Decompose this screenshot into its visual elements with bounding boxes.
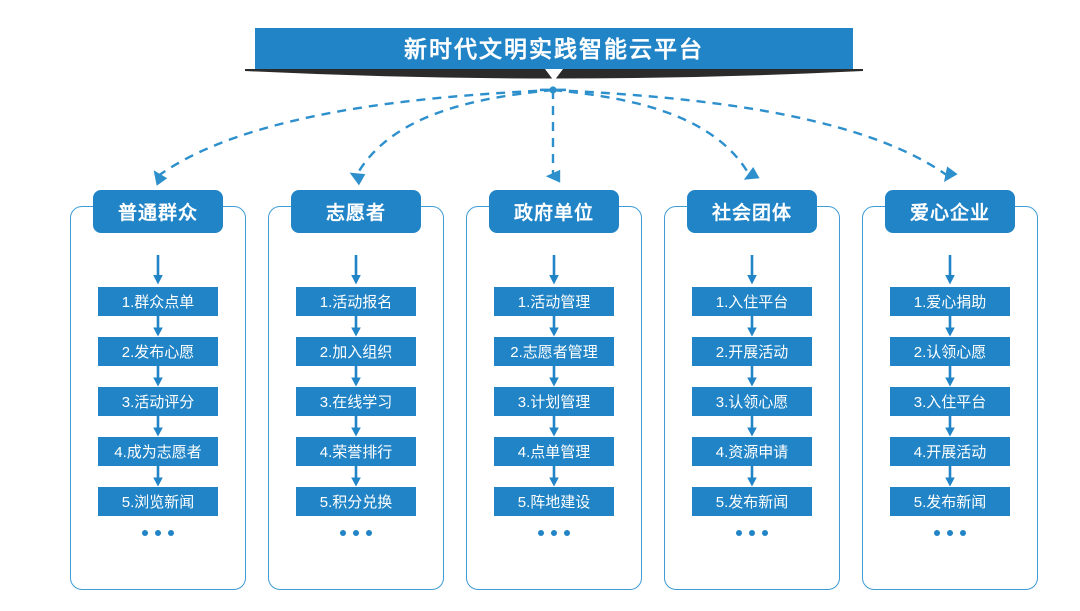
step-item[interactable]: 2.开展活动: [692, 337, 812, 366]
dot-icon: [353, 530, 359, 536]
more-items-ellipsis: [142, 530, 174, 536]
step-item[interactable]: 4.开展活动: [890, 437, 1010, 466]
connector-hub: [549, 86, 557, 94]
step-list-4: 1.入住平台 2.开展活动 3.认领心愿 4.资源申请 5.发布新闻: [665, 255, 839, 536]
step-item[interactable]: 5.浏览新闻: [98, 487, 218, 516]
dot-icon: [934, 530, 940, 536]
column-2: 志愿者 1.活动报名 2.加入组织 3.在线学习 4.荣誉排行 5.积分兑换: [268, 190, 444, 590]
step-item[interactable]: 2.发布心愿: [98, 337, 218, 366]
dot-icon: [947, 530, 953, 536]
flow-arrow-icon: [351, 366, 361, 387]
banner-ribbon-shadow: [245, 69, 863, 81]
step-item[interactable]: 5.阵地建设: [494, 487, 614, 516]
step-item[interactable]: 3.入住平台: [890, 387, 1010, 416]
flow-arrow-icon: [549, 416, 559, 437]
connector-to-column-1: [153, 88, 554, 186]
more-items-ellipsis: [934, 530, 966, 536]
flow-arrow-icon: [747, 316, 757, 337]
flow-arrow-icon: [153, 466, 163, 487]
flow-arrow-icon: [747, 366, 757, 387]
flow-arrow-icon: [153, 316, 163, 337]
step-item[interactable]: 1.入住平台: [692, 287, 812, 316]
flow-arrow-icon: [945, 416, 955, 437]
step-item[interactable]: 3.计划管理: [494, 387, 614, 416]
column-header-3[interactable]: 政府单位: [489, 190, 619, 233]
flow-arrow-icon: [351, 416, 361, 437]
step-item[interactable]: 4.点单管理: [494, 437, 614, 466]
step-item[interactable]: 3.在线学习: [296, 387, 416, 416]
dot-icon: [960, 530, 966, 536]
step-item[interactable]: 1.群众点单: [98, 287, 218, 316]
flow-arrow-icon: [549, 366, 559, 387]
flow-arrow-icon: [549, 466, 559, 487]
step-list-5: 1.爱心捐助 2.认领心愿 3.入住平台 4.开展活动 5.发布新闻: [863, 255, 1037, 536]
dot-icon: [551, 530, 557, 536]
page-title: 新时代文明实践智能云平台: [404, 35, 704, 62]
banner-background: 新时代文明实践智能云平台: [255, 28, 853, 70]
step-item[interactable]: 3.活动评分: [98, 387, 218, 416]
dot-icon: [749, 530, 755, 536]
more-items-ellipsis: [340, 530, 372, 536]
dot-icon: [155, 530, 161, 536]
step-item[interactable]: 2.加入组织: [296, 337, 416, 366]
column-header-5[interactable]: 爱心企业: [885, 190, 1015, 233]
header-to-first-step-arrow-icon: [945, 255, 955, 285]
step-list-1: 1.群众点单 2.发布心愿 3.活动评分 4.成为志愿者 5.浏览新闻: [71, 255, 245, 536]
dot-icon: [564, 530, 570, 536]
column-header-1[interactable]: 普通群众: [93, 190, 223, 233]
dot-icon: [142, 530, 148, 536]
platform-title-banner: 新时代文明实践智能云平台: [255, 28, 853, 70]
step-item[interactable]: 1.活动管理: [494, 287, 614, 316]
dot-icon: [538, 530, 544, 536]
dot-icon: [168, 530, 174, 536]
header-to-first-step-arrow-icon: [747, 255, 757, 285]
flow-arrow-icon: [945, 466, 955, 487]
column-1: 普通群众 1.群众点单 2.发布心愿 3.活动评分 4.成为志愿者 5.浏览新闻: [70, 190, 246, 590]
flow-arrow-icon: [747, 416, 757, 437]
step-item[interactable]: 1.爱心捐助: [890, 287, 1010, 316]
flow-arrow-icon: [945, 316, 955, 337]
step-item[interactable]: 1.活动报名: [296, 287, 416, 316]
dot-icon: [366, 530, 372, 536]
step-item[interactable]: 5.发布新闻: [692, 487, 812, 516]
dot-icon: [340, 530, 346, 536]
flow-arrow-icon: [351, 316, 361, 337]
step-item[interactable]: 5.积分兑换: [296, 487, 416, 516]
header-to-first-step-arrow-icon: [549, 255, 559, 285]
flow-arrow-icon: [549, 316, 559, 337]
step-item[interactable]: 2.认领心愿: [890, 337, 1010, 366]
flow-arrow-icon: [945, 366, 955, 387]
column-header-4[interactable]: 社会团体: [687, 190, 817, 233]
column-5: 爱心企业 1.爱心捐助 2.认领心愿 3.入住平台 4.开展活动 5.发布新闻: [862, 190, 1038, 590]
more-items-ellipsis: [538, 530, 570, 536]
flow-arrow-icon: [747, 466, 757, 487]
column-4: 社会团体 1.入住平台 2.开展活动 3.认领心愿 4.资源申请 5.发布新闻: [664, 190, 840, 590]
step-item[interactable]: 4.成为志愿者: [98, 437, 218, 466]
column-3: 政府单位 1.活动管理 2.志愿者管理 3.计划管理 4.点单管理 5.阵地建设: [466, 190, 642, 590]
dot-icon: [762, 530, 768, 536]
header-to-first-step-arrow-icon: [351, 255, 361, 285]
flow-arrow-icon: [153, 366, 163, 387]
flow-arrow-icon: [153, 416, 163, 437]
step-item[interactable]: 2.志愿者管理: [494, 337, 614, 366]
step-item[interactable]: 4.荣誉排行: [296, 437, 416, 466]
step-list-3: 1.活动管理 2.志愿者管理 3.计划管理 4.点单管理 5.阵地建设: [467, 255, 641, 536]
more-items-ellipsis: [736, 530, 768, 536]
step-item[interactable]: 4.资源申请: [692, 437, 812, 466]
connector-to-column-2: [349, 88, 554, 186]
connector-to-column-5: [552, 88, 958, 182]
step-item[interactable]: 3.认领心愿: [692, 387, 812, 416]
connector-to-column-4: [552, 88, 760, 180]
column-header-2[interactable]: 志愿者: [291, 190, 421, 233]
step-item[interactable]: 5.发布新闻: [890, 487, 1010, 516]
dot-icon: [736, 530, 742, 536]
header-to-first-step-arrow-icon: [153, 255, 163, 285]
step-list-2: 1.活动报名 2.加入组织 3.在线学习 4.荣誉排行 5.积分兑换: [269, 255, 443, 536]
flow-arrow-icon: [351, 466, 361, 487]
